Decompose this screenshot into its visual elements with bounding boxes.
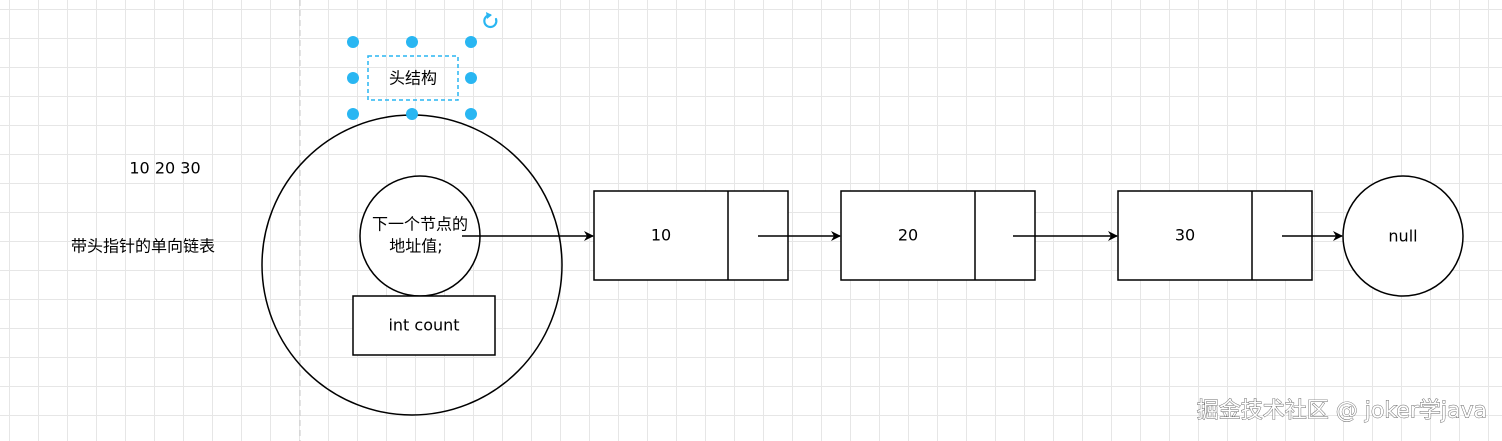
resize-handle-top[interactable] — [406, 36, 418, 48]
resize-handle-left[interactable] — [347, 72, 359, 84]
resize-handle-top-left[interactable] — [347, 36, 359, 48]
rotate-icon[interactable] — [483, 12, 498, 29]
diagram-caption[interactable]: 带头指针的单向链表 — [71, 237, 215, 256]
head-pointer-label-line1: 下一个节点的 — [372, 215, 468, 234]
head-pointer-label-line2: 地址值; — [389, 237, 442, 256]
resize-handle-right[interactable] — [465, 72, 477, 84]
selection-handles[interactable] — [347, 36, 477, 120]
null-terminal-circle[interactable] — [1342, 175, 1464, 297]
node-30-box[interactable] — [1117, 190, 1313, 281]
resize-handle-bottom[interactable] — [406, 108, 418, 120]
node-20-value: 20 — [898, 226, 918, 245]
node-10-value: 10 — [651, 226, 671, 245]
null-terminal-label: null — [1388, 227, 1417, 246]
head-label-outline[interactable] — [367, 55, 459, 101]
count-field-box[interactable] — [352, 295, 496, 356]
resize-handle-bottom-left[interactable] — [347, 108, 359, 120]
node-20-box[interactable] — [840, 190, 1036, 281]
resize-handle-top-right[interactable] — [465, 36, 477, 48]
head-label[interactable]: 头结构 — [389, 69, 437, 88]
watermark: 掘金技术社区 @ joker学java — [1197, 399, 1487, 424]
annotation-values[interactable]: 10 20 30 — [129, 159, 200, 178]
node-10-box[interactable] — [593, 190, 789, 281]
count-field-label: int count — [388, 316, 459, 335]
resize-handle-bottom-right[interactable] — [465, 108, 477, 120]
node-30-value: 30 — [1175, 226, 1195, 245]
